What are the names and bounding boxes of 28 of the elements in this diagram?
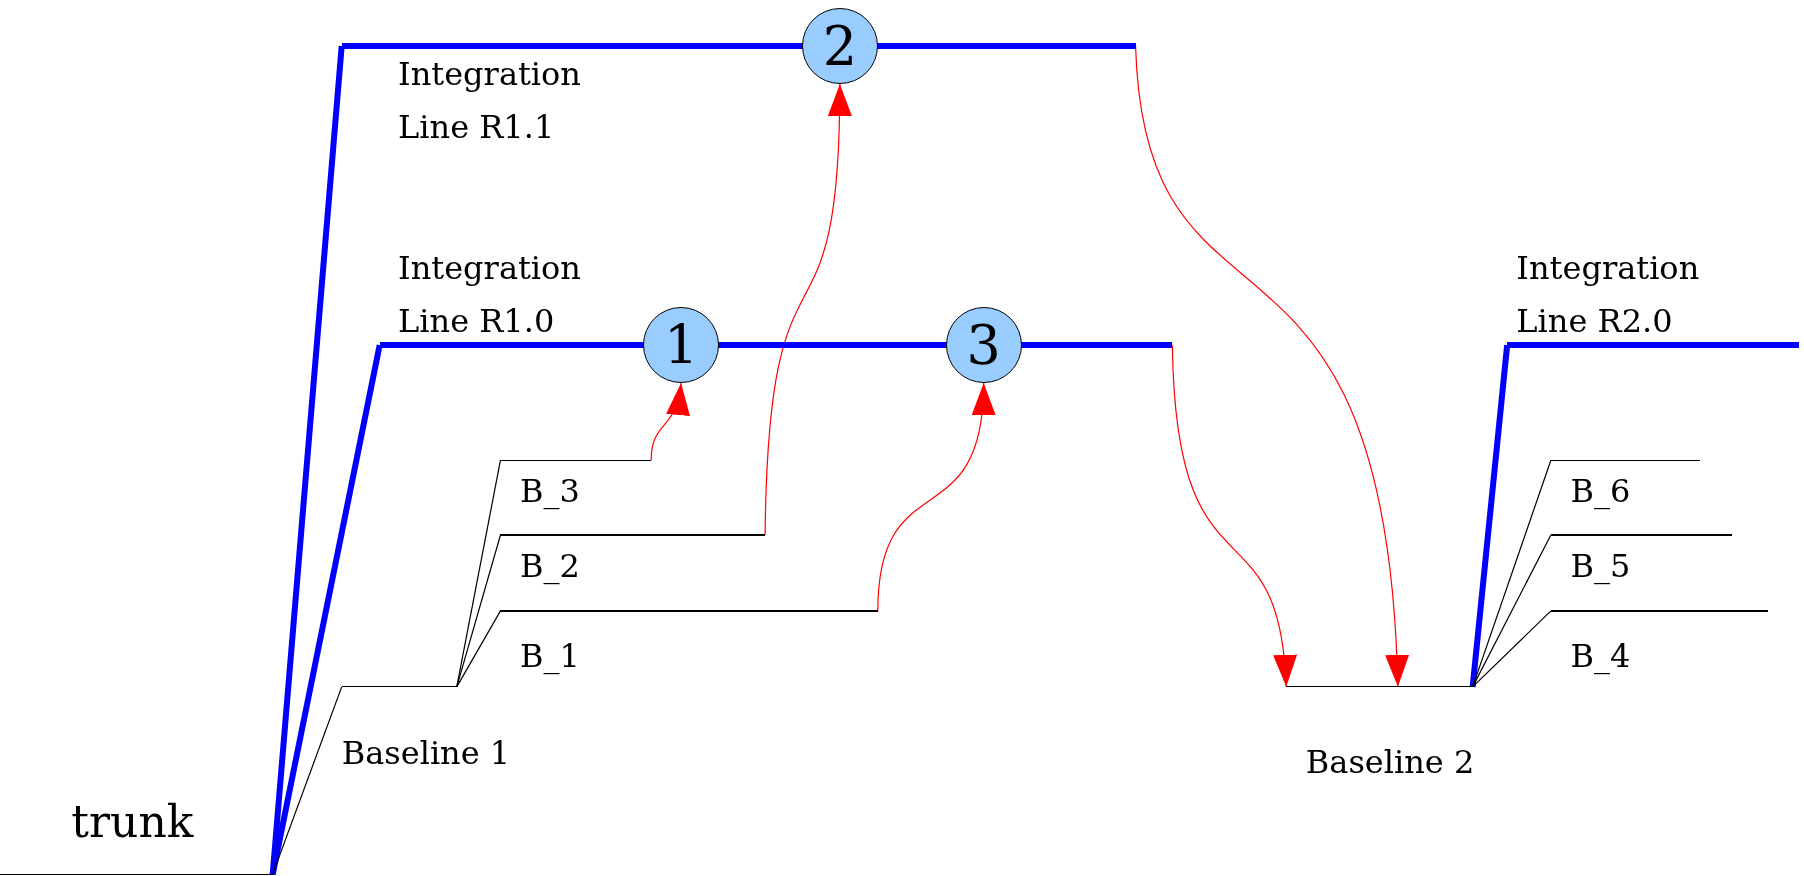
branch-connector [272,686,343,875]
branch-label: B_1 [520,636,581,678]
numbered-circle: 2 [801,8,878,84]
branch-connector [1472,534,1552,688]
branch-label: B_4 [1570,636,1632,678]
branch-connector [456,459,502,688]
branch-label: Integration Line R1.0 [398,247,582,342]
merge-arrow [650,382,689,461]
branch-label: B_6 [1570,470,1632,512]
merge-arrow [877,382,994,612]
branch-label: B_5 [1570,545,1632,587]
numbered-circle: 3 [945,307,1022,384]
branch-label: Integration Line R2.0 [1516,247,1701,342]
branch-label: Baseline 1 [341,733,512,775]
merge-arrow [1171,344,1296,688]
branch-connector [269,344,383,875]
branch-connector [1469,344,1511,688]
branch-label: B_2 [520,545,581,587]
branch-connector [456,534,502,688]
merge-arrow [764,83,852,536]
branch-label: Baseline 2 [1305,742,1476,784]
numbered-circle: 1 [643,307,720,384]
branch-connector [456,610,502,688]
branch-label: B_3 [520,470,581,512]
branch-connector [1472,459,1552,688]
branch-label: trunk [71,794,195,849]
branch-connector [1472,610,1552,688]
branch-label: Integration Line R1.1 [398,54,582,149]
